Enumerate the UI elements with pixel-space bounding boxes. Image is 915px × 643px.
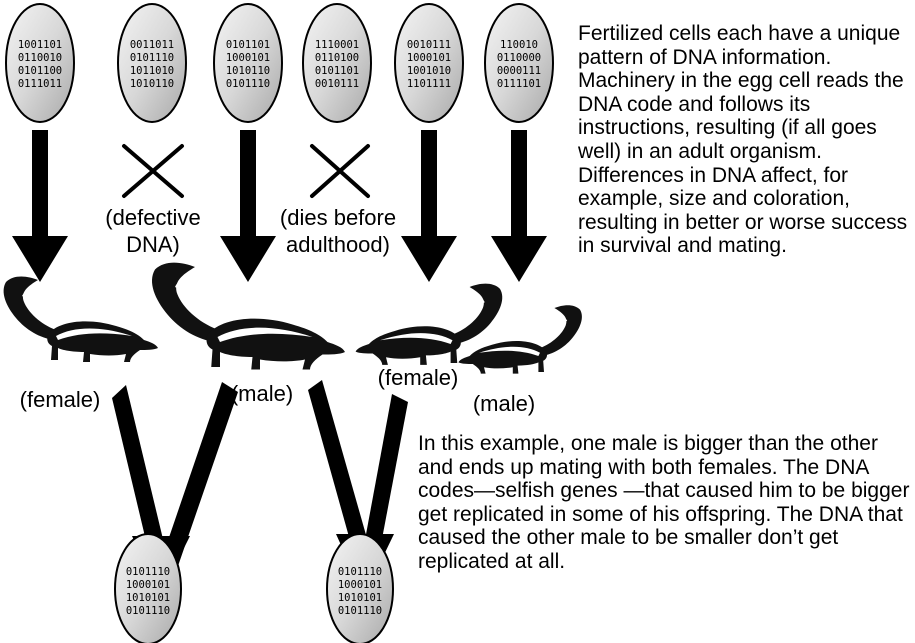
cell-code-line: 0101101 (226, 39, 270, 51)
cell-code-line: 0101110 (130, 52, 174, 64)
top-cell-5: 0010111 1000101 1001010 1101111 (395, 4, 463, 122)
failure-label-line: DNA) (126, 232, 180, 257)
cell-code-line: 0000111 (497, 65, 541, 77)
failure-label-line: (defective (105, 205, 200, 230)
top-cell-4: 1110001 0110100 0101101 0010111 (303, 4, 371, 122)
cell-code-line: 0110000 (497, 52, 541, 64)
animal-label-male-2: (male) (473, 391, 535, 416)
cell-code-line: 110010 (500, 39, 538, 51)
cell-code-line: 1000101 (226, 52, 270, 64)
cell-code-line: 0010111 (407, 39, 451, 51)
cell-code-line: 0101110 (126, 566, 170, 578)
cell-code-line: 0101101 (315, 65, 359, 77)
x-mark-icon (124, 146, 182, 196)
cell-code-line: 1000101 (407, 52, 451, 64)
cell-code-line: 1001010 (407, 65, 451, 77)
cell-code-line: 0110100 (315, 52, 359, 64)
x-mark-icon (312, 146, 368, 196)
explanation-paragraph-2: In this example, one male is bigger than… (418, 432, 915, 574)
top-cell-6: 110010 0110000 0000111 0111101 (485, 4, 553, 122)
cell-code-line: 0101110 (338, 605, 382, 617)
down-arrow-4 (491, 130, 547, 282)
offspring-cell-1: 0101110 1000101 1010101 0101110 (115, 534, 181, 643)
animal-label-female-2: (female) (378, 365, 459, 390)
cell-code-line: 0101110 (338, 566, 382, 578)
cell-code-line: 1010101 (126, 592, 170, 604)
animal-label-female-1: (female) (20, 387, 101, 412)
animal-label-male-1: (male) (231, 381, 293, 406)
cell-code-line: 1110001 (315, 39, 359, 51)
cell-code-line: 0101110 (226, 78, 270, 90)
cell-code-line: 0101100 (18, 65, 62, 77)
cell-code-line: 0011011 (130, 39, 174, 51)
cell-code-line: 1010110 (226, 65, 270, 77)
cell-code-line: 0111011 (18, 78, 62, 90)
cell-code-line: 0111101 (497, 78, 541, 90)
down-arrow-2 (220, 130, 276, 282)
cell-code-line: 0110010 (18, 52, 62, 64)
cell-code-line: 1010110 (130, 78, 174, 90)
top-cell-3: 0101101 1000101 1010110 0101110 (214, 4, 282, 122)
down-arrow-1 (12, 130, 68, 282)
cell-code-line: 1011010 (130, 65, 174, 77)
cell-code-line: 1000101 (338, 579, 382, 591)
explanation-paragraph-1: Fertilized cells each have a unique patt… (578, 22, 908, 258)
cell-code-line: 1001101 (18, 39, 62, 51)
failure-label-line: adulthood) (286, 232, 390, 257)
cell-code-line: 0101110 (126, 605, 170, 617)
cell-code-line: 1000101 (126, 579, 170, 591)
top-cell-1: 1001101 0110010 0101100 0111011 (6, 4, 74, 122)
cell-code-line: 0010111 (315, 78, 359, 90)
top-cell-2: 0011011 0101110 1011010 1010110 (118, 4, 186, 122)
cell-code-line: 1101111 (407, 78, 451, 90)
down-arrow-3 (401, 130, 457, 282)
cell-code-line: 1010101 (338, 592, 382, 604)
skunk-female-1-icon (4, 277, 158, 363)
failure-label-line: (dies before (280, 205, 396, 230)
offspring-cell-2: 0101110 1000101 1010101 0101110 (327, 534, 393, 643)
skunk-male-2-icon (458, 305, 582, 373)
